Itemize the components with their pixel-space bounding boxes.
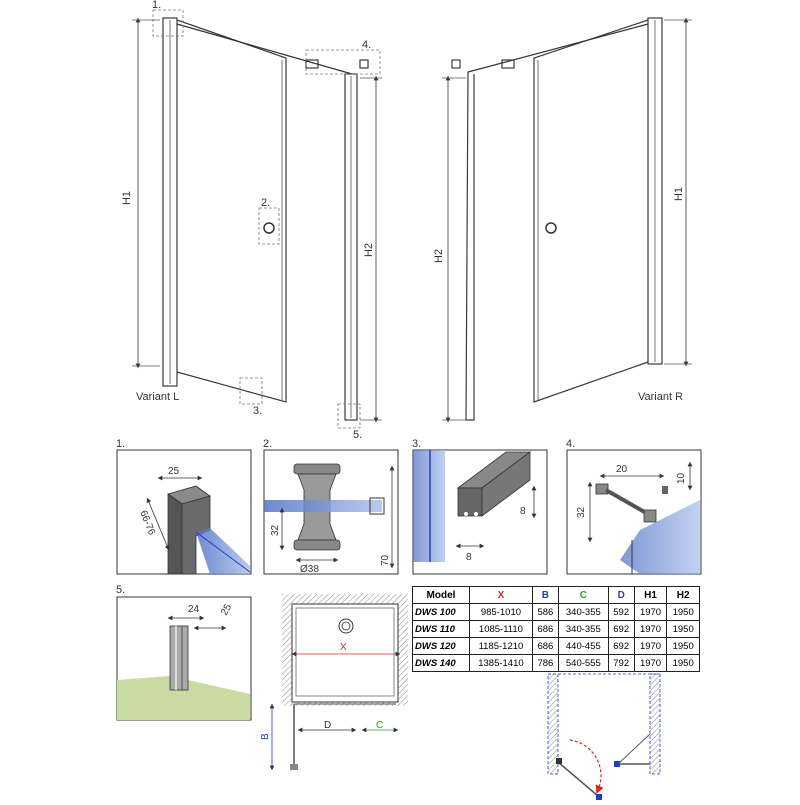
callout-2: 2. — [261, 197, 270, 209]
col-header-d: D — [607, 586, 635, 604]
variant-l-drawing — [132, 9, 382, 429]
cell-h1: 1970 — [633, 603, 668, 621]
detail-2-height: 32 — [270, 524, 281, 536]
table-row: DWS 140 1385-1410 786 540-555 792 1970 1… — [412, 654, 700, 672]
cell-model: DWS 100 — [412, 603, 470, 621]
callout-4: 4. — [362, 39, 371, 51]
cell-b: 786 — [531, 654, 559, 672]
cell-c: 340-355 — [557, 603, 609, 621]
door-handle-icon — [263, 222, 275, 234]
table-row: DWS 110 1085-1110 686 340-355 692 1970 1… — [412, 620, 700, 638]
h1-label-left: H1 — [121, 191, 133, 205]
variant-l-label: Variant L — [136, 391, 179, 403]
cell-model: DWS 140 — [412, 654, 470, 672]
h1-label-right: H1 — [673, 187, 685, 201]
col-header-b: B — [531, 586, 559, 604]
detail-2-total: 70 — [380, 554, 391, 566]
detail-1-panel — [116, 449, 252, 575]
cell-c: 540-555 — [557, 654, 609, 672]
detail-2-diameter: Ø38 — [300, 564, 319, 575]
plan-c-label: C — [376, 720, 383, 731]
model-spec-table: Model X B C D H1 H2 DWS 100 985-1010 586… — [412, 586, 700, 672]
cell-model: DWS 120 — [412, 637, 470, 655]
detail-1-width: 25 — [168, 466, 180, 477]
cell-x: 1085-1110 — [468, 620, 533, 638]
variant-l-post — [162, 17, 178, 387]
cell-h2: 1950 — [666, 637, 700, 655]
detail-5-panel — [116, 596, 252, 721]
cell-d: 792 — [607, 654, 635, 672]
col-header-h1: H1 — [633, 586, 668, 604]
table-row: DWS 100 985-1010 586 340-355 592 1970 19… — [412, 603, 700, 621]
cell-d: 692 — [607, 637, 635, 655]
cell-d: 692 — [607, 620, 635, 638]
detail-5-width-1: 24 — [188, 604, 200, 615]
cell-b: 686 — [531, 637, 559, 655]
plan-x-label: X — [340, 642, 347, 653]
cell-b: 586 — [531, 603, 559, 621]
col-header-x: X — [468, 586, 533, 604]
detail-2-panel — [263, 449, 399, 575]
cell-h2: 1950 — [666, 620, 700, 638]
col-header-c: C — [557, 586, 609, 604]
cell-h2: 1950 — [666, 654, 700, 672]
detail-4-width: 20 — [616, 464, 628, 475]
cell-x: 985-1010 — [468, 603, 533, 621]
cell-b: 686 — [531, 620, 559, 638]
detail-3-number: 3. — [412, 438, 421, 450]
plan-b-label: B — [260, 733, 271, 740]
cell-x: 1385-1410 — [468, 654, 533, 672]
variant-r-door — [533, 19, 649, 403]
plan-view — [269, 594, 408, 771]
h2-label-left: H2 — [363, 243, 375, 257]
col-header-model: Model — [412, 586, 470, 604]
cell-c: 340-355 — [557, 620, 609, 638]
cell-h1: 1970 — [633, 620, 668, 638]
cell-h2: 1950 — [666, 603, 700, 621]
detail-3-height: 8 — [520, 506, 526, 517]
door-swing-arc — [569, 739, 604, 794]
detail-4-number: 4. — [566, 438, 575, 450]
spec-table-header-row: Model X B C D H1 H2 — [412, 586, 700, 604]
col-header-h2: H2 — [666, 586, 700, 604]
detail-5-width-2: 25 — [219, 602, 234, 618]
detail-3-width: 8 — [466, 552, 472, 563]
cell-x: 1185-1210 — [468, 637, 533, 655]
door-handle-right-icon — [545, 222, 557, 234]
variant-r-post — [647, 17, 663, 365]
table-row: DWS 120 1185-1210 686 440-455 692 1970 1… — [412, 637, 700, 655]
door-swing-plan — [547, 673, 661, 800]
variant-r-drawing — [442, 17, 692, 423]
detail-5-number: 5. — [116, 584, 125, 596]
variant-l-door — [176, 19, 287, 403]
variant-r-side-panel — [465, 71, 475, 421]
detail-4-vertical: 32 — [576, 506, 587, 518]
callout-5: 5. — [353, 429, 362, 441]
variant-r-label: Variant R — [638, 391, 683, 403]
cell-h1: 1970 — [633, 654, 668, 672]
detail-1-number: 1. — [116, 438, 125, 450]
detail-3-panel — [412, 449, 548, 575]
plan-d-label: D — [324, 720, 331, 731]
callout-1: 1. — [152, 0, 161, 11]
cell-h1: 1970 — [633, 637, 668, 655]
cell-d: 592 — [607, 603, 635, 621]
detail-2-number: 2. — [263, 438, 272, 450]
cell-c: 440-455 — [557, 637, 609, 655]
cell-model: DWS 110 — [412, 620, 470, 638]
detail-4-panel — [566, 449, 702, 575]
h2-label-right: H2 — [433, 249, 445, 263]
callout-3: 3. — [253, 405, 262, 417]
detail-4-height: 10 — [676, 472, 687, 484]
